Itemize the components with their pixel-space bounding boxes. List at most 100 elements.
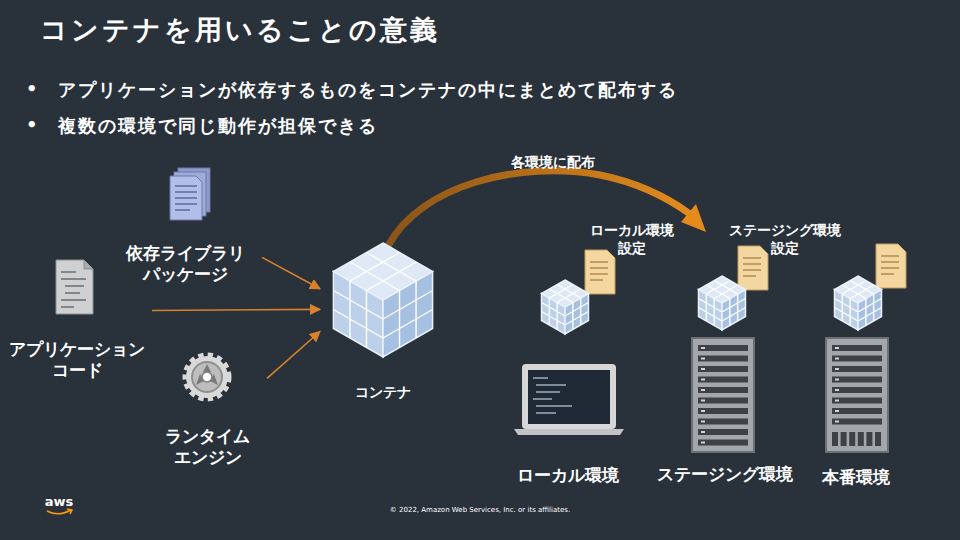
server-slot xyxy=(832,356,882,362)
aws-logo-smile xyxy=(47,509,72,514)
node-label: コンテナ xyxy=(355,384,411,402)
server-slot xyxy=(832,345,882,351)
cube-grid xyxy=(349,281,350,338)
cube-grid xyxy=(366,291,367,348)
server-led xyxy=(701,358,705,360)
icon-label-node: 依存ライブラリ パッケージ xyxy=(110,165,260,285)
config-document-icon xyxy=(585,250,615,294)
server-slot xyxy=(698,398,748,404)
node-label: ランタイム エンジン xyxy=(165,426,250,469)
cube-grid xyxy=(873,294,874,321)
server-slot xyxy=(698,440,748,446)
server-slot xyxy=(832,419,882,425)
server-slot xyxy=(698,419,748,425)
input-arrow xyxy=(262,257,320,288)
cube-grid xyxy=(865,299,866,326)
server-led xyxy=(701,410,705,412)
cube-grid xyxy=(557,289,580,303)
server-led xyxy=(701,400,705,402)
icon-label-node: ローカル環境 xyxy=(510,360,626,486)
server-drive xyxy=(858,432,864,446)
icon-label-node: ランタイム エンジン xyxy=(150,350,265,468)
cube-grid xyxy=(399,291,400,348)
server-slot xyxy=(832,408,882,414)
cube-face xyxy=(383,272,433,358)
cube-grid xyxy=(714,285,737,299)
cube-grid xyxy=(556,303,557,330)
cube-grid xyxy=(722,308,745,322)
input-arrow xyxy=(152,309,320,310)
server-slot xyxy=(698,408,748,414)
server-rack-icon xyxy=(692,338,754,452)
cube-face xyxy=(333,272,383,358)
runtime-gear-icon xyxy=(186,356,228,398)
node-label: ステージング環境 xyxy=(657,464,793,485)
server-led xyxy=(701,431,705,433)
server-slot xyxy=(832,377,882,383)
server-led xyxy=(835,410,839,412)
icon-label-node: ローカル環境 設定 xyxy=(576,222,688,332)
cube-grid xyxy=(849,299,850,326)
server-led xyxy=(835,379,839,381)
logo-text: aws xyxy=(45,494,74,509)
server-led xyxy=(835,400,839,402)
cube-icon xyxy=(542,280,589,334)
node-label: ステージング環境 設定 xyxy=(729,222,841,257)
server-slot xyxy=(698,377,748,383)
server-led xyxy=(835,389,839,391)
node-label: 依存ライブラリ パッケージ xyxy=(126,243,245,286)
icon-label-node: コンテナ xyxy=(322,243,444,401)
copyright-note: © 2022, Amazon Web Services, Inc. or its… xyxy=(390,506,570,514)
cube-grid xyxy=(580,298,581,325)
slide-title: コンテナを用いることの意義 xyxy=(40,12,440,48)
node-label: アプリケーション コード xyxy=(9,339,145,382)
server-drive xyxy=(866,432,872,446)
cube-grid xyxy=(706,294,707,321)
cube-grid xyxy=(415,281,416,338)
node-label: 本番環境 xyxy=(822,467,890,488)
server-slot xyxy=(832,366,882,372)
laptop-icon xyxy=(514,364,624,435)
server-slot xyxy=(832,387,882,393)
cube-grid xyxy=(713,299,714,326)
server-led xyxy=(701,389,705,391)
icon-label-node: ステージング環境 xyxy=(652,335,798,485)
cube-grid xyxy=(565,312,588,326)
cube-grid xyxy=(333,310,383,339)
server-rack-icon xyxy=(826,338,888,452)
cube-icon xyxy=(333,243,432,357)
cube-grid xyxy=(549,298,550,325)
server-slot xyxy=(698,429,748,435)
server-drive xyxy=(875,432,881,446)
cube-icon xyxy=(835,276,882,330)
cube-grid xyxy=(842,294,843,321)
icon-label-node: アプリケーション コード xyxy=(4,255,150,381)
package-icon xyxy=(170,168,210,220)
cube-grid xyxy=(737,294,738,321)
cube-grid xyxy=(542,312,565,326)
server-led xyxy=(835,421,839,423)
server-slot xyxy=(698,345,748,351)
bullet-marker: • xyxy=(26,78,38,99)
server-led xyxy=(835,347,839,349)
cube-grid xyxy=(858,308,881,322)
server-slot xyxy=(698,356,748,362)
server-led xyxy=(701,347,705,349)
cube-grid xyxy=(729,299,730,326)
node-label: ローカル環境 設定 xyxy=(590,222,674,257)
cube-grid xyxy=(383,291,433,320)
cube-grid xyxy=(572,303,573,330)
server-drive xyxy=(841,432,847,446)
icon-label-node: ステージング環境 設定 xyxy=(714,222,856,332)
server-led xyxy=(701,379,705,381)
server-led xyxy=(701,368,705,370)
icon-label-node: 本番環境 xyxy=(812,335,900,488)
arrow-label: 各環境に配布 xyxy=(511,154,595,172)
server-slot xyxy=(698,366,748,372)
server-drive xyxy=(832,432,838,446)
server-slot xyxy=(832,398,882,404)
server-led xyxy=(835,358,839,360)
input-arrow xyxy=(267,331,320,378)
